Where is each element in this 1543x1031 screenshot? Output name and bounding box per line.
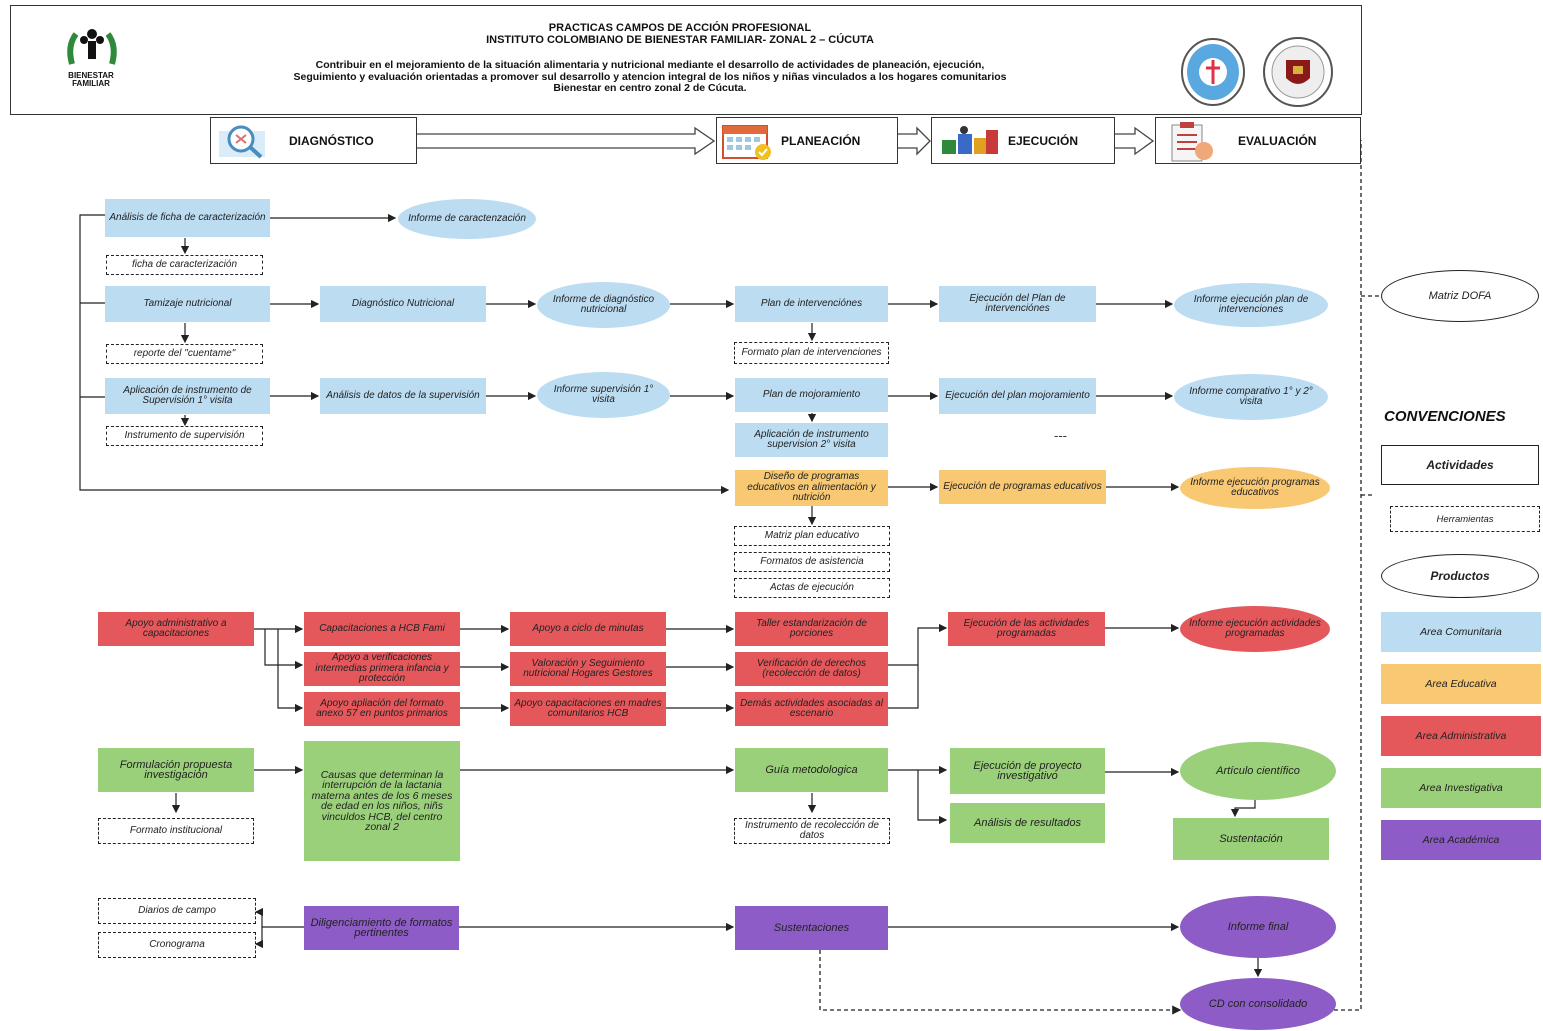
node-diagnostico-nutricional: Diagnóstico Nutricional <box>320 286 486 322</box>
legend-area-academica: Area Académica <box>1381 820 1541 860</box>
node-articulo-cientifico: Artículo científico <box>1180 742 1336 800</box>
phase-label: DIAGNÓSTICO <box>289 133 374 148</box>
tool-ficha-caracterizacion: ficha de caracterización <box>106 255 263 275</box>
node-informe-supervision: Informe supervisión 1° visita <box>537 372 670 418</box>
node-ejecucion-proyecto: Ejecución de proyecto investigativo <box>950 748 1105 794</box>
legend-area-comunitaria: Area Comunitaria <box>1381 612 1541 652</box>
tool-formato-plan: Formato plan de intervenciones <box>734 342 889 364</box>
node-apoyo-ciclo-minutas: Apoyo a ciclo de minutas <box>510 612 666 646</box>
tool-actas-ejecucion: Actas de ejecución <box>734 578 890 598</box>
tool-formatos-asistencia: Formatos de asistencia <box>734 552 890 572</box>
legend-area-administrativa: Area Administrativa <box>1381 716 1541 756</box>
tool-diarios-campo: Diarios de campo <box>98 898 256 924</box>
node-sustentaciones: Sustentaciones <box>735 906 888 950</box>
node-informe-comparativo: Informe comparativo 1° y 2° visita <box>1174 374 1328 420</box>
node-analisis-datos: Análisis de datos de la supervisión <box>320 378 486 414</box>
tool-matriz-plan: Matriz plan educativo <box>734 526 890 546</box>
node-plan-intervenciones: Plan de intervenciónes <box>735 286 888 322</box>
page-title: PRACTICAS CAMPOS DE ACCIÓN PROFESIONAL I… <box>486 22 874 46</box>
node-taller-estandarizacion: Taller estandarización de porciones <box>735 612 888 646</box>
node-apoyo-capacitaciones-madres: Apoyo capacitaciones en madres comunitar… <box>510 692 666 726</box>
node-plan-mejoramiento: Plan de mojoramiento <box>735 378 888 412</box>
node-analisis-resultados: Análisis de resultados <box>950 803 1105 843</box>
node-informe-caracterizacion: Informe de caractenzación <box>398 199 536 239</box>
node-diseno-programas: Diseño de programas educativos en alimen… <box>735 470 888 506</box>
magnifier-icon <box>219 123 269 161</box>
node-guia-metodologica: Guía metodologica <box>735 748 888 792</box>
people-blocks-icon <box>938 124 1002 160</box>
node-analisis-ficha: Análisis de ficha de caracterización <box>105 199 270 237</box>
node-formulacion-propuesta: Formulación propuesta investigación <box>98 748 254 792</box>
phase-ejecucion: EJECUCIÓN <box>931 117 1115 164</box>
conventions-title: CONVENCIONES <box>1384 408 1506 425</box>
node-informe-ejecucion-plan: Informe ejecución plan de intervenciones <box>1174 283 1328 327</box>
node-apoyo-anexo-57: Apoyo apliación del formato anexo 57 en … <box>304 692 460 726</box>
nutrition-seal-icon <box>1180 38 1246 106</box>
node-aplicacion-instrumento: Aplicación de instrumento de Supervisión… <box>105 378 270 414</box>
phase-label: EVALUACIÓN <box>1238 133 1317 148</box>
phase-evaluacion: EVALUACIÓN <box>1155 117 1361 164</box>
calendar-icon <box>721 122 773 162</box>
node-aplicacion-2-visita: Aplicación de instrumento supervision 2°… <box>735 423 888 457</box>
legend-area-educativa: Area Educativa <box>1381 664 1541 704</box>
phase-diagnostico: DIAGNÓSTICO <box>210 117 417 164</box>
legend-area-investigativa: Area Investigativa <box>1381 768 1541 808</box>
bienestar-logo <box>62 24 122 70</box>
node-ejecucion-plan-mejoramiento: Ejecución del plan mojoramiento <box>939 378 1096 414</box>
node-ejecucion-plan-intervenciones: Ejecución del Plan de intervenciónes <box>939 286 1096 322</box>
node-tamizaje: Tamizaje nutricional <box>105 286 270 322</box>
node-cd-consolidado: CD con consolidado <box>1180 978 1336 1030</box>
node-sustentacion: Sustentación <box>1173 818 1329 860</box>
node-informe-final: Informe final <box>1180 896 1336 958</box>
node-capacitaciones-hcb: Capacitaciones a HCB Fami <box>304 612 460 646</box>
node-matriz-dofa: Matriz DOFA <box>1381 270 1539 322</box>
tool-reporte-cuentame: reporte del "cuentame" <box>106 344 263 364</box>
phase-planeacion: PLANEACIÓN <box>716 117 898 164</box>
node-diligenciamiento: Diligenciamiento de formatos pertinentes <box>304 906 459 950</box>
node-informe-ejecucion-actividades: Informe ejecución actividades programada… <box>1180 606 1330 652</box>
tool-instrumento-supervision: Instrumento de supervisión <box>106 426 263 446</box>
tool-formato-institucional: Formato institucional <box>98 818 254 844</box>
node-informe-diagnostico: Informe de diagnóstico nutricional <box>537 282 670 328</box>
node-verificacion-derechos: Verificación de derechos (recolección de… <box>735 652 888 686</box>
legend-actividades: Actividades <box>1381 445 1539 485</box>
header-description: Contribuir en el mejoramiento de la situ… <box>293 59 1007 94</box>
phase-label: EJECUCIÓN <box>1008 133 1079 148</box>
node-apoyo-administrativo: Apoyo administrativo a capacitaciones <box>98 612 254 646</box>
phase-label: PLANEACIÓN <box>781 133 861 148</box>
university-seal-icon <box>1262 36 1334 108</box>
legend-productos: Productos <box>1381 554 1539 598</box>
node-causas-lactancia: Causas que determinan la interrupción de… <box>304 741 460 861</box>
header-box <box>10 5 1362 115</box>
node-ejecucion-programas: Ejecución de programas educativos <box>939 470 1106 504</box>
continuation-dots: --- <box>1054 428 1067 443</box>
node-valoracion-seguimiento: Valoración y Seguimiento nutricional Hog… <box>510 652 666 686</box>
tool-cronograma: Cronograma <box>98 932 256 958</box>
tool-instrumento-recoleccion: Instrumento de recolección de datos <box>734 818 890 844</box>
node-informe-ejecucion-programas: Informe ejecución programas educativos <box>1180 467 1330 509</box>
node-apoyo-verificaciones: Apoyo a verificaciones intermedias prime… <box>304 652 460 686</box>
legend-herramientas: Herramientas <box>1390 506 1540 532</box>
clipboard-icon <box>1168 121 1214 163</box>
node-demas-actividades: Demás actividades asociadas al escenario <box>735 692 888 726</box>
node-ejecucion-actividades: Ejecución de las actividades programadas <box>948 612 1105 646</box>
